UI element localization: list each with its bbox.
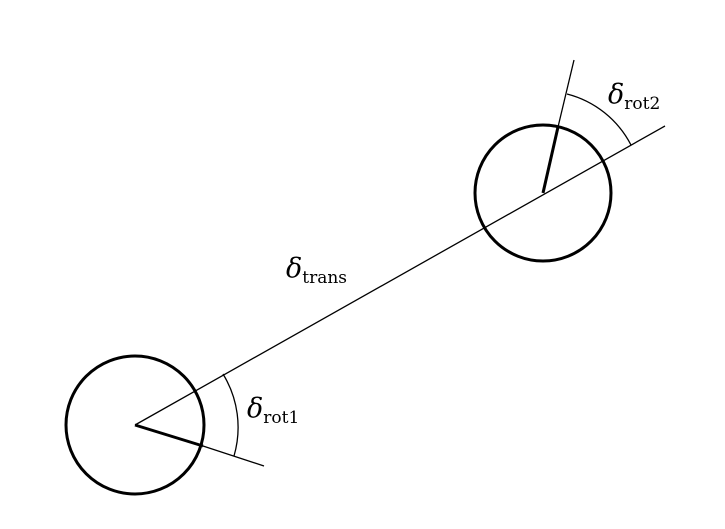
robot-2-heading	[541, 126, 560, 194]
rot2-label: δrot2	[608, 79, 660, 114]
heading-extension-2	[557, 59, 575, 128]
robot-1-body	[64, 354, 206, 496]
robot-pose-2	[473, 123, 613, 263]
robot-1-heading	[134, 423, 204, 448]
translation-line	[134, 125, 666, 426]
heading-extension-1	[202, 445, 265, 467]
robot-pose-1	[64, 354, 206, 496]
rot2-angle-arc	[566, 93, 632, 146]
rot1-angle-arc	[222, 373, 239, 457]
robot-2-body	[473, 123, 613, 263]
trans-label: δtrans	[286, 253, 347, 288]
rot1-label: δrot1	[247, 393, 299, 428]
